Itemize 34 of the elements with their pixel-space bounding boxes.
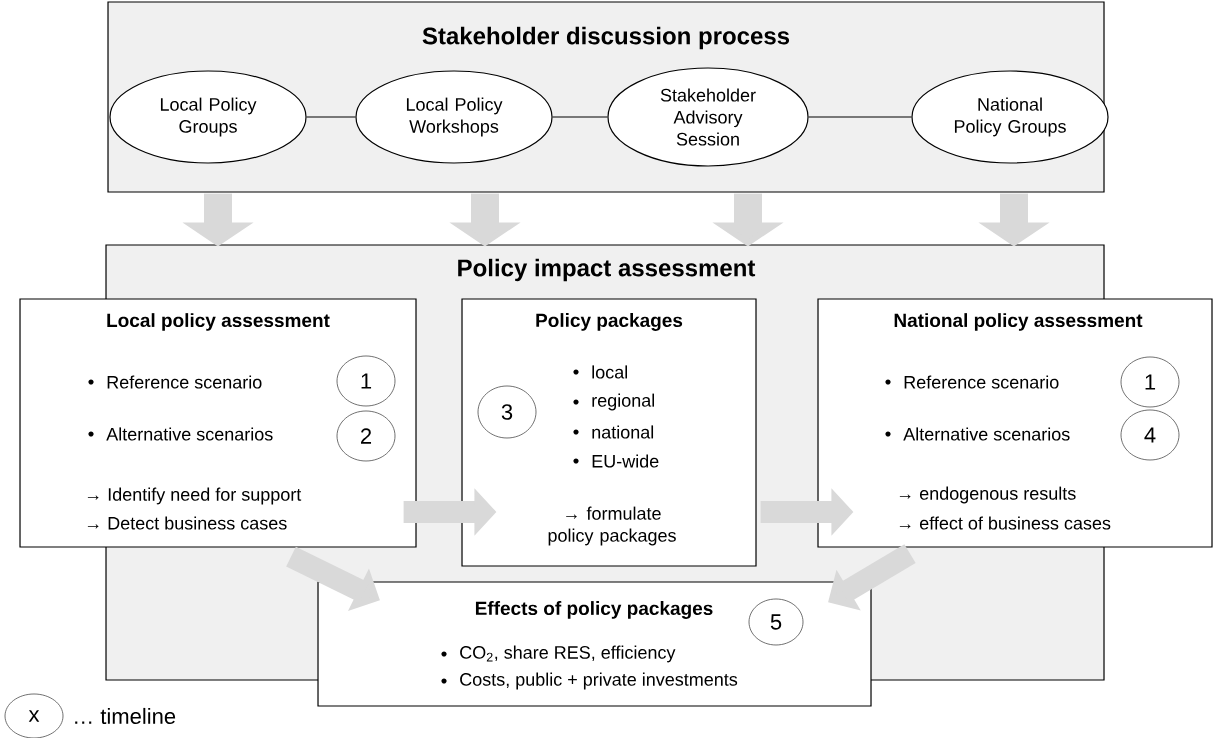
step-number: 1 bbox=[1120, 356, 1180, 408]
step-number: x bbox=[4, 693, 64, 738]
list-item: national bbox=[592, 425, 654, 439]
result-note: → Identify need for support bbox=[87, 487, 302, 505]
list-item: Alternative scenarios bbox=[903, 427, 1070, 441]
list-item: CO$_{2}$, share RES, efficiency bbox=[460, 645, 676, 663]
result-note: → endogenous results bbox=[899, 486, 1076, 504]
connector-line bbox=[808, 116, 912, 118]
box-heading: Local policy assessment bbox=[107, 313, 330, 331]
list-item: EU-wide bbox=[592, 454, 659, 468]
result-note: → formulate policy packages bbox=[548, 506, 676, 546]
result-note: → effect of business cases bbox=[899, 516, 1111, 530]
list-item: Reference scenario bbox=[107, 375, 262, 389]
list-item: Costs, public + private investments bbox=[460, 672, 738, 690]
connector-line bbox=[552, 116, 608, 118]
list-item: local bbox=[592, 365, 627, 379]
box-heading: National policy assessment bbox=[894, 313, 1143, 331]
list-item: Alternative scenarios bbox=[106, 427, 273, 441]
connector-line bbox=[306, 116, 356, 118]
box-heading: Effects of policy packages bbox=[475, 601, 713, 619]
legend-note: … timeline bbox=[75, 707, 176, 725]
assessment-box bbox=[317, 581, 872, 707]
box-heading: Policy packages bbox=[536, 313, 683, 331]
assessment-box bbox=[19, 298, 417, 548]
list-item: Reference scenario bbox=[904, 375, 1059, 389]
step-number: 4 bbox=[1120, 409, 1180, 461]
step-number: 3 bbox=[477, 385, 537, 439]
band-title: Stakeholder discussion process bbox=[422, 26, 790, 50]
result-note: → Detect business cases bbox=[87, 516, 287, 530]
step-number: 5 bbox=[748, 598, 804, 646]
list-item: regional bbox=[592, 393, 655, 411]
step-number: 1 bbox=[336, 355, 396, 407]
step-number: 2 bbox=[336, 410, 396, 462]
band-title: Policy impact assessment bbox=[458, 258, 756, 282]
